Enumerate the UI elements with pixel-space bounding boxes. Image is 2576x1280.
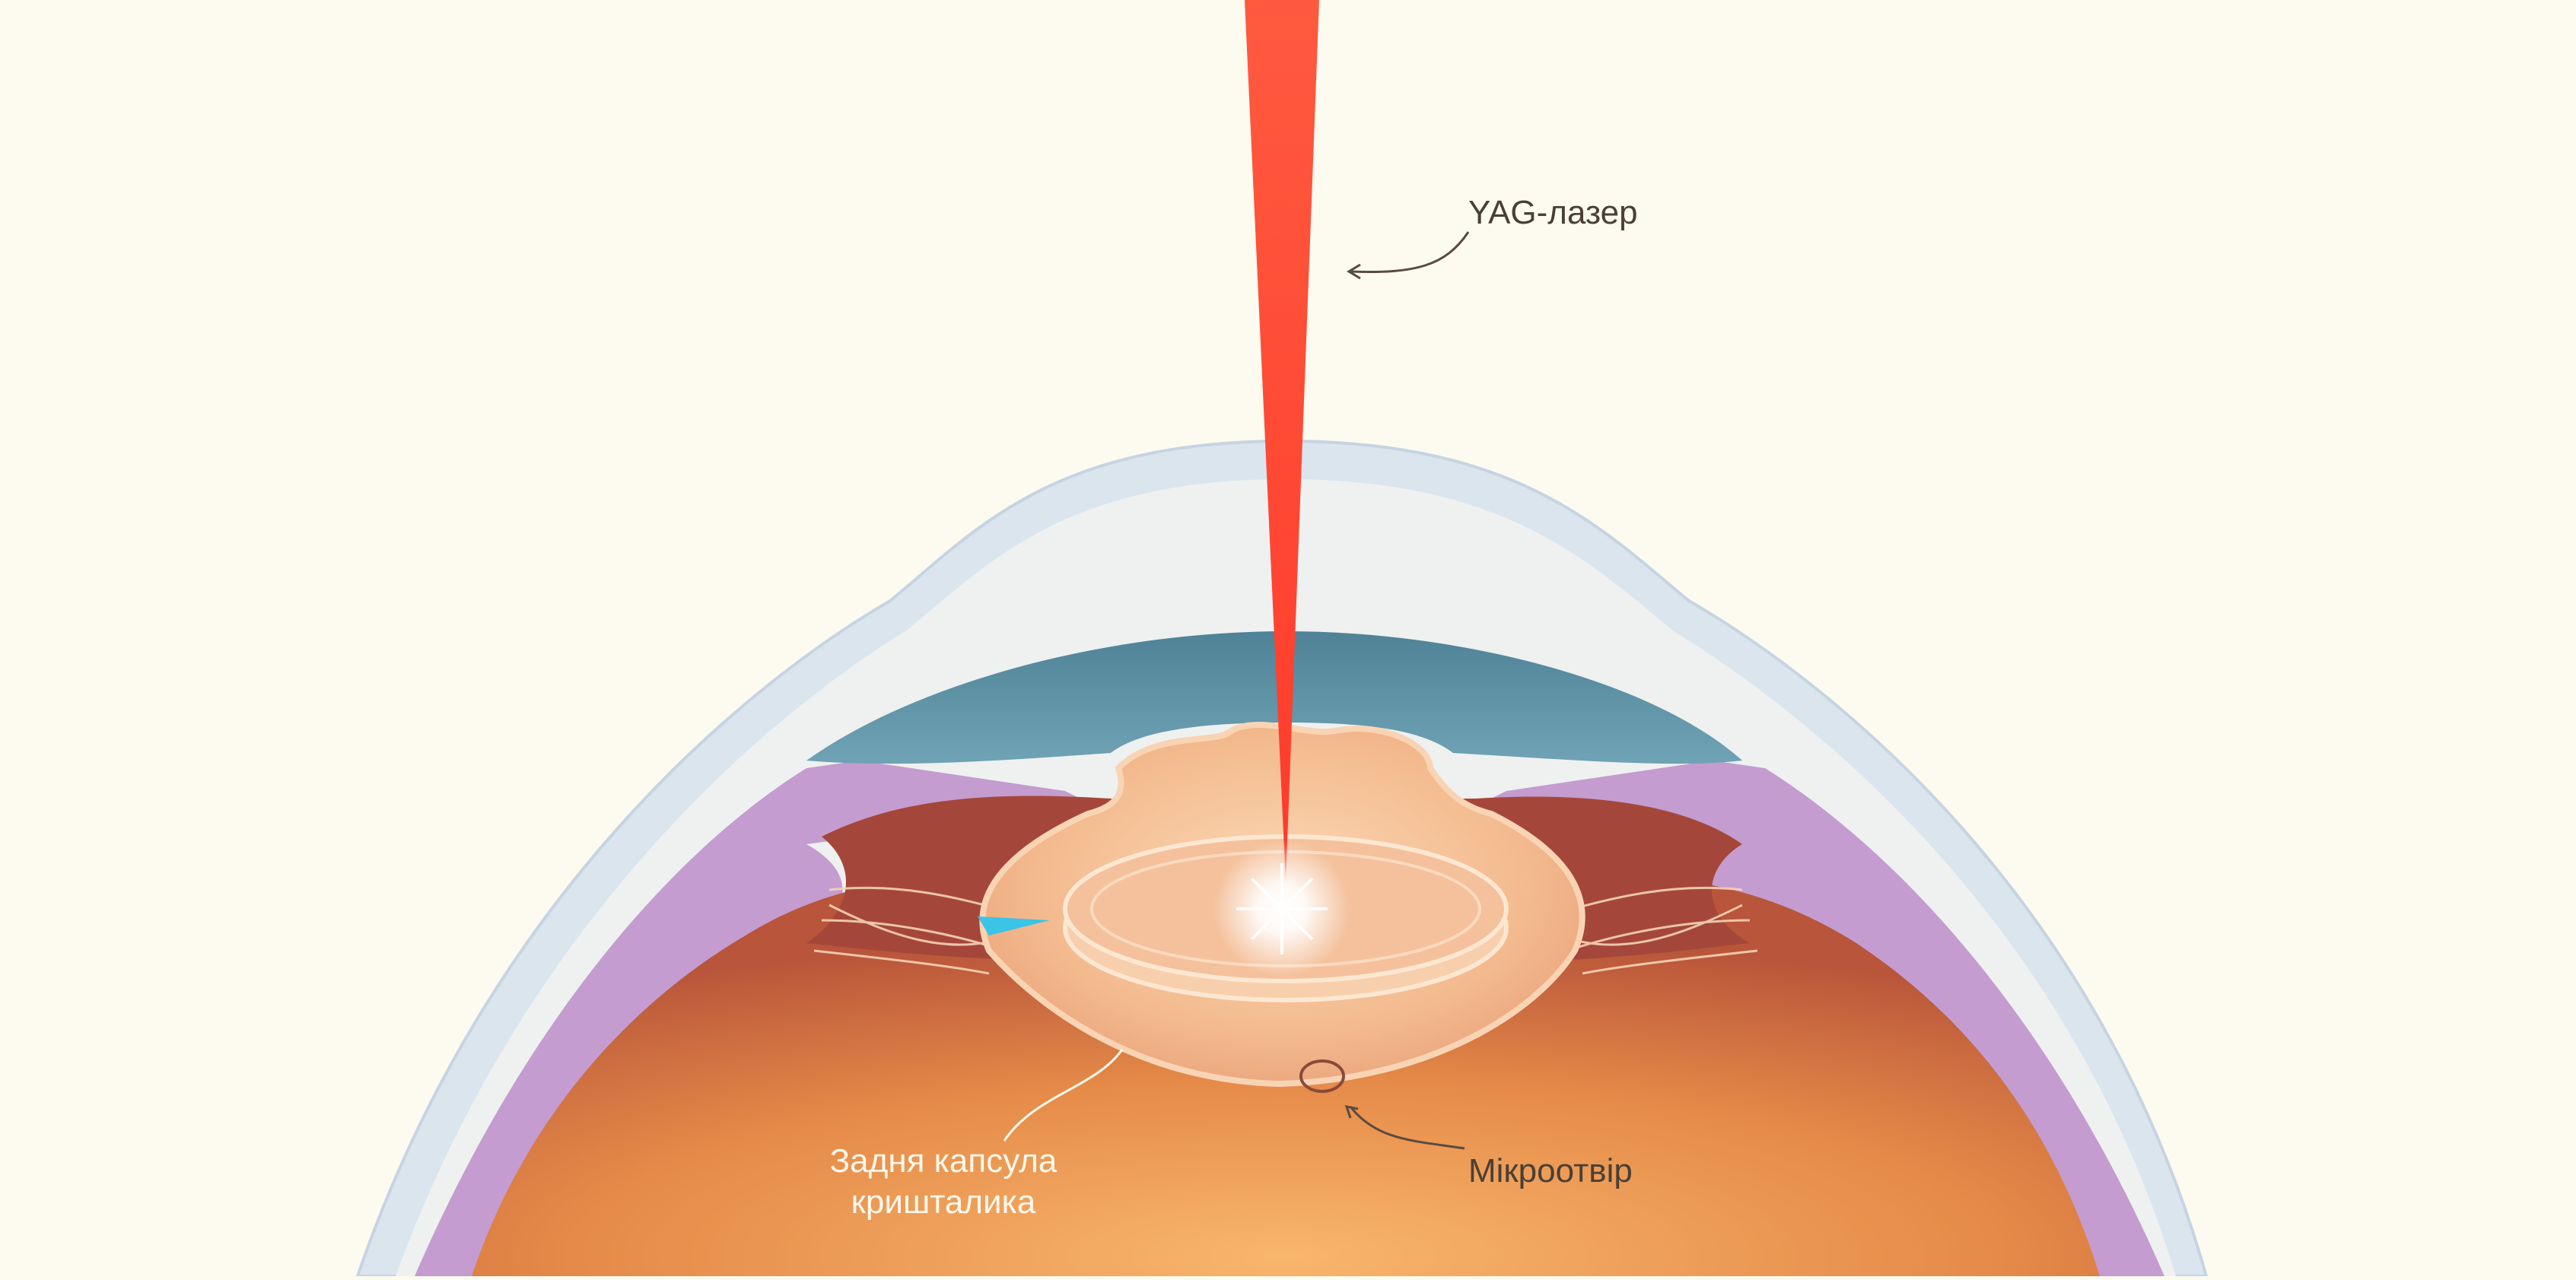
label-posterior-capsule-line1: Задня капсула <box>829 1142 1057 1180</box>
label-posterior-capsule-line2: кришталика <box>851 1183 1036 1221</box>
microhole-marker <box>1299 1059 1345 1093</box>
laser-beam <box>1245 0 1319 882</box>
marker-pointer <box>978 916 1050 935</box>
label-yag-laser: YAG-лазер <box>1468 194 1638 231</box>
microhole-callout-arrow <box>1344 1105 1359 1119</box>
iris <box>806 631 1742 764</box>
laser-callout-line <box>1350 231 1470 273</box>
laser-callout-arrow <box>1347 263 1361 280</box>
label-posterior-capsule: Задня капсула кришталика <box>784 1141 1103 1223</box>
laser-flash-rays <box>1236 863 1328 954</box>
capsule-callout-line <box>1003 1049 1124 1142</box>
label-microhole: Мікроотвір <box>1468 1152 1633 1189</box>
microhole-callout-line <box>1349 1106 1465 1150</box>
